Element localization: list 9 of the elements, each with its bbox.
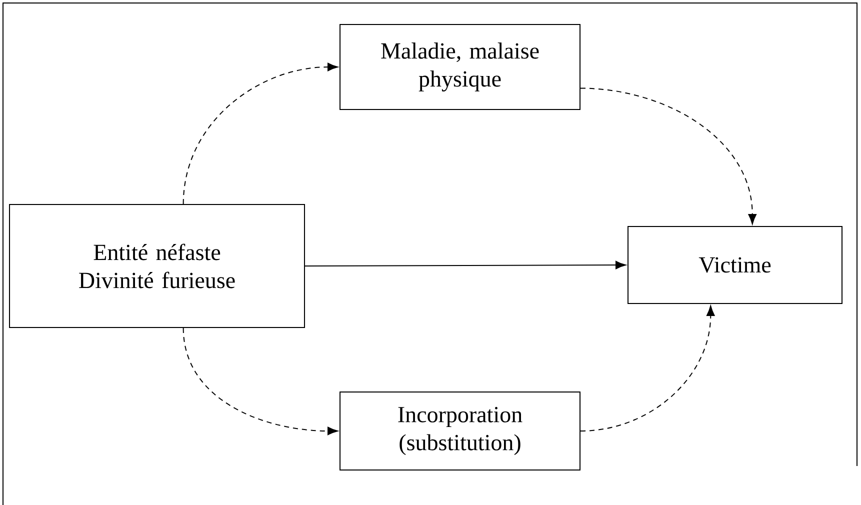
arrow [304, 260, 626, 270]
text-box: Victime [628, 226, 842, 304]
arrow [182, 328, 338, 436]
text-box: Maladie, malaise physique [340, 24, 580, 110]
arrow [182, 62, 338, 204]
text-box: Incorporation (substitution) [340, 392, 580, 470]
text-box: Entité néfaste Divinité furieuse [9, 204, 305, 328]
arrow [580, 88, 756, 224]
arrow [580, 306, 715, 432]
